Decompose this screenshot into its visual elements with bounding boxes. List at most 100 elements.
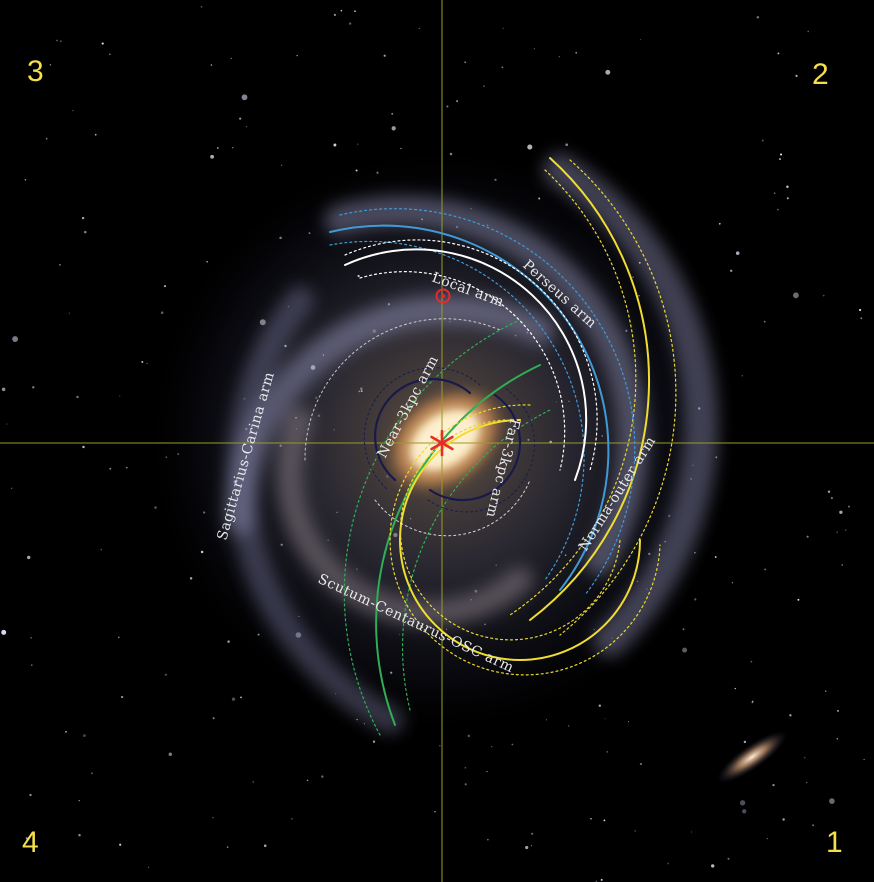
star [146, 362, 148, 364]
star [773, 192, 776, 195]
star [860, 317, 863, 320]
star [31, 664, 33, 666]
sagittarius-carina-arm-edge [343, 319, 521, 736]
star [240, 696, 242, 699]
star [101, 42, 104, 45]
star [281, 164, 283, 166]
scutum-centaurus-arm-edge [399, 419, 621, 641]
star [729, 269, 733, 273]
star [575, 51, 578, 54]
star [667, 862, 670, 865]
stellar-arm-glow [224, 153, 719, 734]
star [640, 38, 642, 40]
star [72, 109, 74, 112]
star [812, 824, 815, 827]
star [806, 782, 808, 784]
star [848, 505, 850, 508]
star [464, 783, 467, 786]
star [141, 361, 144, 363]
star [464, 61, 467, 64]
star [502, 27, 504, 29]
star [825, 690, 827, 692]
star [822, 294, 825, 297]
star [119, 395, 121, 397]
star [863, 758, 865, 761]
star [210, 154, 214, 159]
star [565, 143, 568, 146]
perseus-arm-edge [339, 208, 636, 596]
quadrant-label-4: 4 [22, 826, 39, 859]
star [82, 445, 85, 449]
star [766, 837, 768, 840]
star [807, 30, 809, 33]
star [231, 697, 236, 701]
star [491, 746, 493, 748]
star [354, 10, 356, 13]
star [216, 147, 219, 149]
star [558, 56, 560, 58]
star [25, 837, 28, 840]
quadrant-label-2: 2 [812, 58, 829, 91]
star [735, 251, 740, 255]
star [78, 799, 80, 802]
star [226, 846, 229, 848]
star [418, 27, 420, 29]
star [120, 695, 124, 699]
star [27, 555, 31, 560]
star [291, 818, 293, 820]
star [340, 9, 343, 12]
star [778, 158, 782, 161]
star [486, 770, 488, 773]
star [756, 16, 760, 19]
star [164, 673, 167, 676]
star [1, 387, 6, 392]
star [530, 845, 533, 847]
star [779, 153, 783, 156]
star [605, 69, 611, 75]
star [844, 529, 847, 531]
star [210, 64, 213, 66]
local-arm-trace [344, 248, 588, 481]
background-galaxy [716, 730, 788, 784]
star [456, 100, 459, 103]
star [803, 756, 806, 759]
near-3kpc-arm-edge [363, 367, 481, 491]
star [501, 66, 504, 69]
star [212, 817, 214, 819]
star [531, 832, 534, 835]
star [734, 687, 736, 690]
norma-outer-arm-edge [509, 169, 637, 616]
star [525, 845, 529, 850]
star [782, 818, 785, 821]
star [125, 466, 128, 469]
star [29, 793, 32, 797]
star [829, 798, 835, 804]
star [634, 830, 637, 832]
star [76, 395, 79, 399]
star [727, 857, 730, 860]
star [434, 811, 436, 813]
star [357, 143, 359, 145]
inner-arm-edge [374, 479, 531, 537]
arm-traces [304, 157, 677, 736]
quadrant-label-1: 1 [826, 826, 843, 859]
star [527, 144, 533, 150]
star [168, 752, 173, 756]
star [836, 709, 840, 712]
star [797, 598, 800, 601]
star [604, 718, 606, 720]
star [718, 222, 721, 225]
star [212, 717, 215, 720]
star [639, 762, 643, 766]
star [56, 39, 58, 42]
star [59, 40, 62, 43]
star [321, 775, 324, 778]
star [590, 818, 592, 820]
star [741, 375, 744, 377]
star [333, 143, 337, 147]
star [78, 833, 81, 837]
star [241, 94, 248, 101]
star [600, 878, 603, 881]
star [239, 117, 242, 120]
quadrant-label-3: 3 [27, 55, 44, 88]
